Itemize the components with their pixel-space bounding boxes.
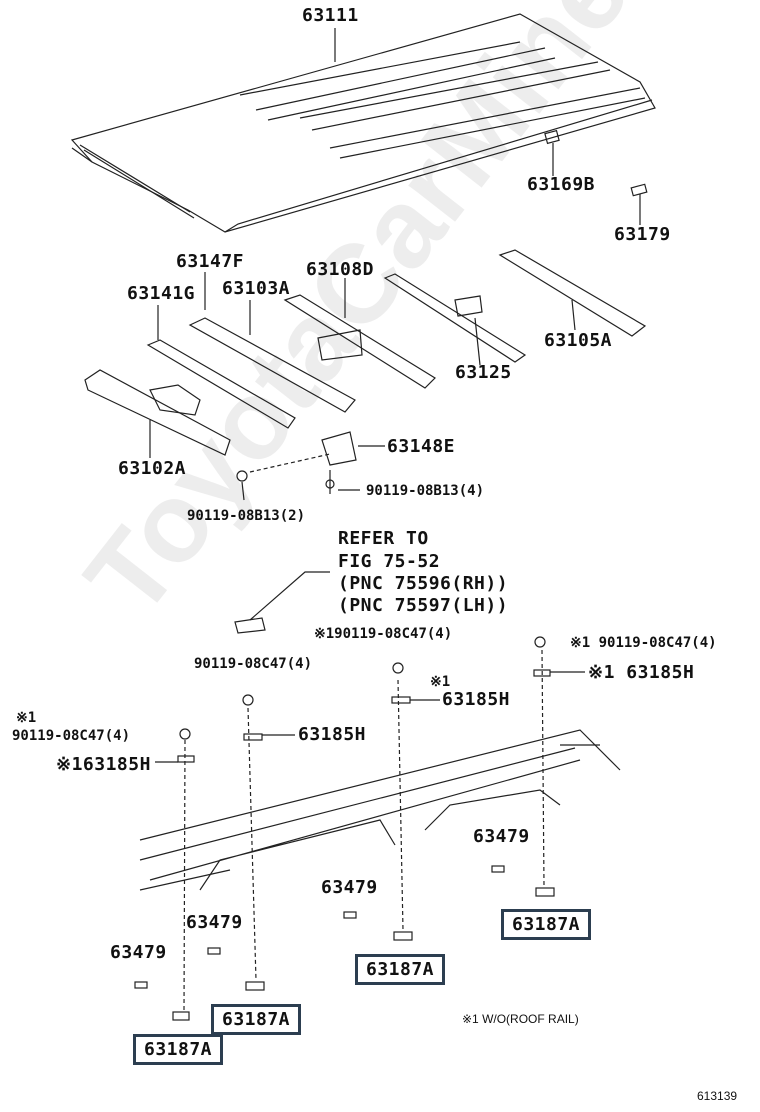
part-label: ※1 63185H [588, 662, 695, 683]
part-label: ※1 [430, 674, 451, 690]
part-label: 63103A [222, 278, 291, 299]
part-label: 63479 [321, 877, 378, 898]
part-label: 90119-08C47(4) [12, 728, 131, 744]
rail-section-drawing [139, 571, 621, 891]
fastener-lines [183, 649, 545, 1011]
part-label: 63179 [614, 224, 671, 245]
part-label-highlighted[interactable]: 63187A [133, 1034, 224, 1065]
part-label: 90119-08B13(2) [187, 508, 306, 524]
part-label: ※1 [16, 710, 37, 726]
refer-text: FIG 75-52 [338, 551, 441, 572]
part-label: 63148E [387, 436, 456, 457]
part-label: 63479 [186, 912, 243, 933]
part-label-highlighted[interactable]: 63187A [355, 954, 446, 985]
footnote: ※1 W/O(ROOF RAIL) [462, 1012, 579, 1026]
part-label-highlighted[interactable]: 63187A [211, 1004, 302, 1035]
fasteners [134, 636, 585, 1021]
part-label: 63111 [302, 5, 359, 26]
part-label: 63105A [544, 330, 613, 351]
part-label: ※163185H [56, 754, 151, 775]
part-label: 63125 [455, 362, 512, 383]
part-label: 63108D [306, 259, 375, 280]
part-label: 63102A [118, 458, 187, 479]
part-label: ※190119-08C47(4) [314, 626, 453, 642]
roof-panel-drawing [70, 13, 656, 233]
part-label: 63169B [527, 174, 596, 195]
part-label: 63185H [442, 689, 511, 710]
part-label: 63479 [473, 826, 530, 847]
part-label: ※1 90119-08C47(4) [570, 635, 717, 651]
part-label: 63479 [110, 942, 167, 963]
part-label: 63141G [127, 283, 196, 304]
refer-text: (PNC 75597(LH)) [338, 595, 509, 616]
part-label: 90119-08C47(4) [194, 656, 313, 672]
part-label: 90119-08B13(4) [366, 483, 485, 499]
part-label-highlighted[interactable]: 63187A [501, 909, 592, 940]
figure-number: 613139 [697, 1089, 738, 1103]
refer-text: (PNC 75596(RH)) [338, 573, 509, 594]
part-label: 63147F [176, 251, 245, 272]
cross-members-drawing [84, 249, 647, 501]
part-label: 63185H [298, 724, 367, 745]
refer-text: REFER TO [338, 528, 429, 549]
